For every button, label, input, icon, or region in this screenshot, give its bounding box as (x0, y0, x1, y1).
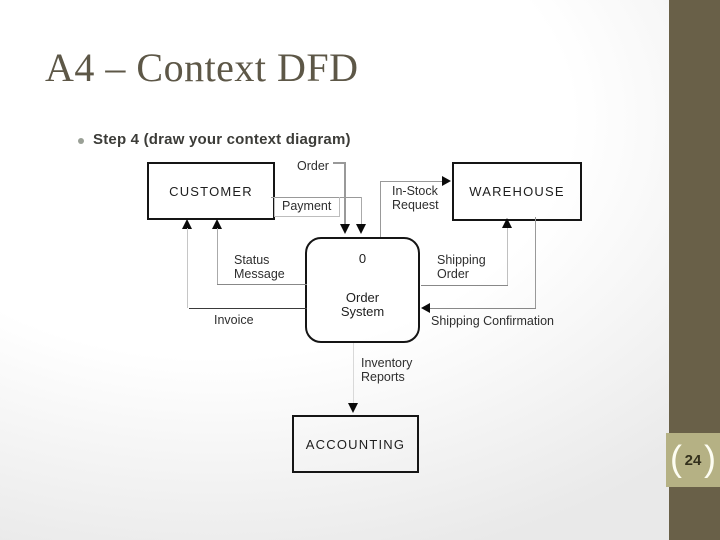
status-arrowhead-up-icon (212, 219, 222, 229)
inventory-label-line1: Inventory (361, 356, 413, 370)
warehouse-label: WAREHOUSE (469, 184, 565, 199)
warehouse-entity-box: WAREHOUSE (452, 162, 582, 221)
in-stock-flow-line (379, 181, 381, 237)
shipping-confirmation-flow-line (534, 217, 536, 308)
inventory-arrowhead-down-icon (348, 403, 358, 413)
shipping-order-flow-line (421, 284, 508, 286)
in-stock-flow-line (380, 180, 444, 182)
payment-label-frame (274, 197, 340, 217)
bullet-item: Step 4 (draw your context diagram) (78, 131, 351, 148)
process-name-line2: System (340, 304, 385, 319)
inventory-flow-label: Inventory Reports (361, 356, 413, 384)
invoice-flow-line (189, 307, 307, 310)
badge-left-bracket-icon (670, 441, 682, 477)
shipping-order-label-line1: Shipping (437, 253, 486, 267)
payment-flow-line (360, 197, 362, 224)
in-stock-arrowhead-right-icon (442, 176, 451, 186)
in-stock-label-line1: In-Stock (392, 184, 438, 198)
shipping-order-flow-line (506, 228, 508, 285)
customer-label: CUSTOMER (169, 183, 253, 199)
process-name-line1: Order (345, 290, 380, 305)
status-label-line1: Status (234, 253, 270, 267)
accounting-label: ACCOUNTING (305, 436, 406, 452)
slide-title: A4 – Context DFD (45, 45, 359, 90)
process-id: 0 (358, 251, 367, 266)
payment-flow-line (271, 196, 362, 198)
status-flow-label: Status Message (234, 253, 285, 281)
in-stock-flow-label: In-Stock Request (392, 184, 439, 212)
inventory-label-line2: Reports (361, 369, 405, 384)
order-flow-line (344, 162, 346, 224)
payment-arrowhead-down-icon (356, 224, 366, 234)
invoice-flow-line (187, 228, 189, 308)
inventory-flow-line (352, 343, 354, 403)
order-flow-line (333, 162, 346, 164)
customer-entity-box: CUSTOMER (147, 162, 275, 220)
order-system-process-box: 0 Order System (305, 237, 420, 343)
shipping-order-arrowhead-up-icon (502, 218, 512, 228)
order-flow-label: Order (297, 159, 329, 173)
payment-flow-label: Payment (282, 199, 332, 213)
shipping-confirmation-flow-line (429, 307, 536, 309)
bullet-marker-icon (78, 138, 84, 144)
page-number: 24 (684, 451, 702, 469)
invoice-arrowhead-up-icon (182, 219, 192, 229)
shipping-order-flow-label: Shipping Order (437, 253, 486, 281)
shipping-order-label-line2: Order (437, 266, 469, 281)
status-label-line2: Message (234, 266, 285, 281)
invoice-flow-label: Invoice (214, 313, 254, 327)
shipping-confirmation-flow-label: Shipping Confirmation (431, 314, 554, 328)
accounting-entity-box: ACCOUNTING (292, 415, 419, 473)
shipping-confirmation-arrowhead-left-icon (421, 303, 430, 313)
status-flow-line (217, 283, 307, 285)
status-flow-line (216, 228, 218, 284)
bullet-text: Step 4 (draw your context diagram) (93, 131, 351, 148)
order-arrowhead-down-icon (340, 224, 350, 234)
process-name: Order System (307, 291, 418, 319)
page-number-badge: 24 (666, 433, 720, 487)
in-stock-label-line2: Request (392, 197, 439, 212)
badge-right-bracket-icon (704, 441, 716, 477)
